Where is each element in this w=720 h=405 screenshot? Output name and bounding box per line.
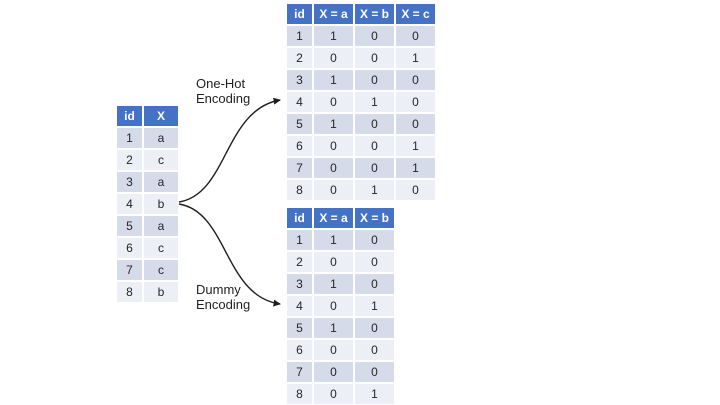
table-cell: 0 [355,340,394,360]
table-cell: 0 [355,158,394,178]
table-cell: 1 [396,48,435,68]
table-cell: 7 [287,158,312,178]
table-cell: 5 [287,114,312,134]
column-header: X = c [396,4,435,24]
one-hot-arrow [178,97,281,203]
table-cell: 6 [287,136,312,156]
table-cell: 1 [355,296,394,316]
table-cell: 3 [287,70,312,90]
table-cell: 5 [117,216,142,236]
table-cell: 0 [355,70,394,90]
table-cell: 3 [287,274,312,294]
table-cell: 0 [314,180,353,200]
table-cell: 1 [355,180,394,200]
table-cell: 0 [314,48,353,68]
table-cell: 0 [355,26,394,46]
table-cell: 8 [287,384,312,404]
table-cell: a [144,172,178,192]
table-cell: 4 [287,296,312,316]
column-header: X = b [355,208,394,228]
table-cell: 0 [396,70,435,90]
table-cell: 1 [314,318,353,338]
table-cell: 0 [314,136,353,156]
table-cell: 1 [314,230,353,250]
table-cell: 4 [287,92,312,112]
column-header: id [287,4,312,24]
table-cell: 1 [314,26,353,46]
column-header: id [117,106,142,126]
table-cell: 7 [287,362,312,382]
table-cell: 0 [314,340,353,360]
table-cell: 0 [355,362,394,382]
column-header: id [287,208,312,228]
table-cell: 2 [287,252,312,272]
column-header: X = a [314,208,353,228]
table-cell: 1 [355,92,394,112]
table-cell: 0 [396,26,435,46]
table-cell: 6 [117,238,142,258]
table-cell: 8 [287,180,312,200]
table-cell: a [144,128,178,148]
table-cell: 8 [117,282,142,302]
table-cell: 2 [117,150,142,170]
table-cell: 1 [355,384,394,404]
table-cell: 0 [355,48,394,68]
table-cell: 0 [355,230,394,250]
table-cell: 1 [396,158,435,178]
table-cell: 0 [314,92,353,112]
table-cell: 0 [396,180,435,200]
table-cell: b [144,194,178,214]
table-cell: 1 [314,114,353,134]
table-cell: 1 [314,70,353,90]
table-cell: b [144,282,178,302]
column-header: X [144,106,178,126]
table-cell: 4 [117,194,142,214]
table-cell: 3 [117,172,142,192]
table-cell: 1 [117,128,142,148]
dummy-label-line1: Dummy [196,282,241,297]
table-cell: 0 [355,274,394,294]
table-cell: 0 [314,296,353,316]
table-cell: c [144,260,178,280]
table-cell: 0 [396,114,435,134]
table-cell: 0 [314,158,353,178]
table-cell: 1 [287,230,312,250]
dummy-label-line2: Encoding [196,296,251,312]
one-hot-label-line2: Encoding [196,90,251,106]
column-header: X = a [314,4,353,24]
table-cell: 1 [396,136,435,156]
table-cell: 0 [314,384,353,404]
table-cell: 5 [287,318,312,338]
table-cell: 0 [314,252,353,272]
column-header: X = b [355,4,394,24]
table-cell: 0 [314,362,353,382]
table-cell: 1 [314,274,353,294]
table-cell: c [144,238,178,258]
table-cell: 2 [287,48,312,68]
table-cell: 0 [355,252,394,272]
table-cell: 0 [396,92,435,112]
table-cell: 0 [355,136,394,156]
table-cell: c [144,150,178,170]
table-cell: 0 [355,318,394,338]
table-cell: 6 [287,340,312,360]
table-cell: a [144,216,178,236]
table-cell: 7 [117,260,142,280]
table-cell: 0 [355,114,394,134]
one-hot-label-line1: One-Hot [196,76,246,91]
table-cell: 1 [287,26,312,46]
